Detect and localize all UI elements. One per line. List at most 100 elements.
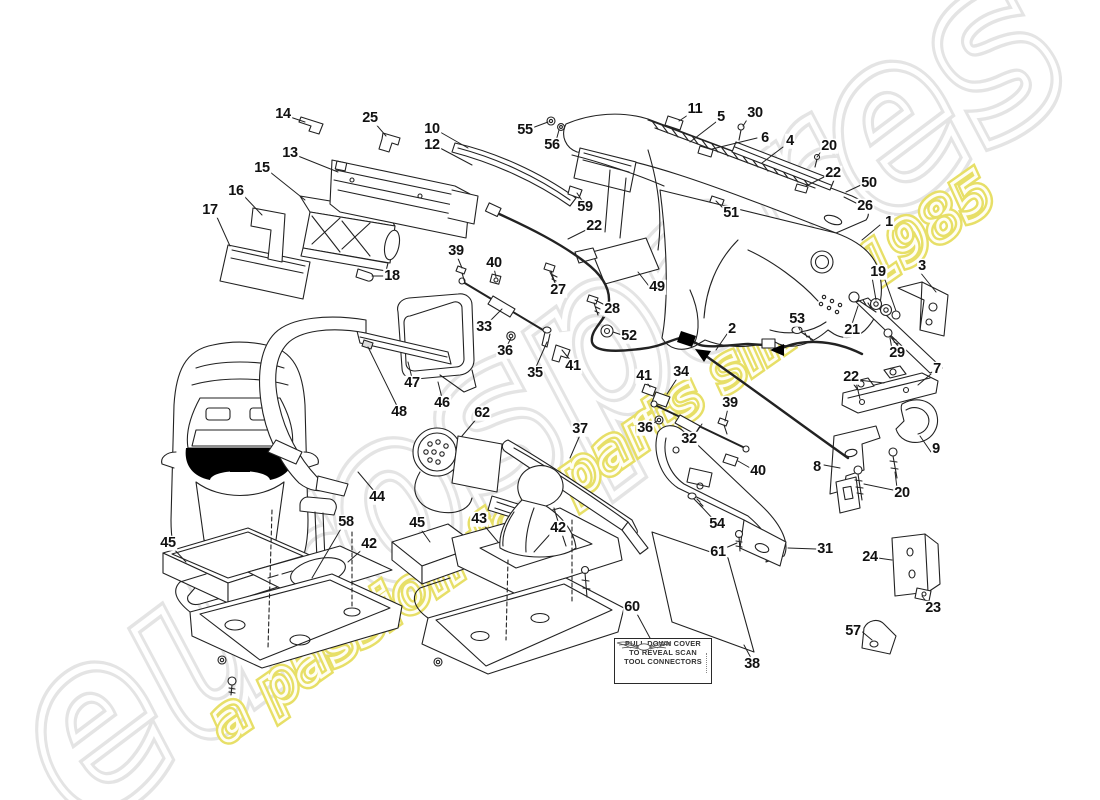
part-label-22: 22 — [585, 217, 603, 234]
part-label-61: 61 — [709, 543, 727, 560]
part-label-14: 14 — [274, 105, 292, 122]
part-label-20: 20 — [893, 484, 911, 501]
part-label-11: 11 — [686, 100, 704, 117]
part-label-42: 42 — [549, 519, 567, 536]
part-label-45: 45 — [408, 514, 426, 531]
aston-martin-wings-icon — [616, 641, 672, 651]
part-label-19: 19 — [869, 263, 887, 280]
bracket-panel-49 — [574, 237, 660, 285]
console-auto — [162, 496, 403, 696]
nut-56 — [557, 123, 565, 131]
part-label-39: 39 — [721, 394, 739, 411]
instrument-bezel — [397, 293, 477, 393]
part-label-50: 50 — [860, 174, 878, 191]
trim-blade-37 — [501, 439, 649, 555]
part-label-15: 15 — [253, 159, 271, 176]
nut-console-m — [433, 657, 443, 667]
part-label-4: 4 — [785, 132, 795, 149]
part-label-56: 56 — [543, 136, 561, 153]
screw-28 — [586, 294, 601, 316]
vertical-code-mark — [706, 653, 708, 673]
clip-40b — [722, 453, 739, 467]
part-label-9: 9 — [931, 440, 941, 457]
washer-52 — [600, 324, 614, 338]
dash-top-panel — [563, 113, 869, 251]
part-label-44: 44 — [368, 488, 386, 505]
note-line-1: PULL DOWN COVER — [625, 639, 701, 648]
clip-41b — [641, 383, 657, 397]
part-label-42: 42 — [360, 535, 378, 552]
part-label-10: 10 — [423, 120, 441, 137]
part-label-43: 43 — [470, 510, 488, 527]
part-label-62: 62 — [473, 404, 491, 421]
part-label-30: 30 — [746, 104, 764, 121]
bolt-61 — [734, 529, 744, 552]
note-line-2: TO REVEAL SCAN — [629, 648, 697, 658]
part-label-54: 54 — [708, 515, 726, 532]
direction-arrows — [695, 340, 864, 460]
part-label-40: 40 — [749, 462, 767, 479]
part-label-17: 17 — [201, 201, 219, 218]
part-label-41: 41 — [635, 367, 653, 384]
part-label-34: 34 — [672, 363, 690, 380]
note-box: PULL DOWN COVER TO REVEAL SCAN TOOL CONN… — [614, 638, 712, 684]
saddle-9 — [895, 399, 938, 443]
part-label-18: 18 — [383, 267, 401, 284]
part-label-41: 41 — [564, 357, 582, 374]
screw-29 — [883, 328, 899, 347]
bracket-3 — [897, 281, 949, 337]
part-label-53: 53 — [788, 310, 806, 327]
part-label-59: 59 — [576, 198, 594, 215]
part-label-38: 38 — [743, 655, 761, 672]
part-label-22: 22 — [824, 164, 842, 181]
screw-30 — [737, 123, 745, 141]
part-label-1: 1 — [884, 213, 894, 230]
part-label-12: 12 — [423, 136, 441, 153]
part-label-28: 28 — [603, 300, 621, 317]
note-line-3: TOOL CONNECTORS — [624, 657, 702, 667]
screw-54 — [687, 492, 704, 508]
screw-39a — [455, 265, 467, 284]
part-label-7: 7 — [932, 360, 942, 377]
part-label-24: 24 — [861, 548, 879, 565]
clip-48 — [361, 339, 374, 350]
link-rod-33 — [458, 277, 544, 331]
leader-lines — [171, 112, 937, 659]
part-label-5: 5 — [716, 108, 726, 125]
clip-22a — [794, 183, 809, 194]
part-label-27: 27 — [549, 281, 567, 298]
part-label-55: 55 — [516, 121, 534, 138]
bolt-21 — [848, 291, 877, 313]
part-label-8: 8 — [812, 458, 822, 475]
bracket-57 — [861, 619, 897, 655]
part-label-37: 37 — [571, 420, 589, 437]
part-label-23: 23 — [924, 599, 942, 616]
console-manual — [391, 465, 625, 675]
part-label-60: 60 — [623, 598, 641, 615]
clip-18 — [355, 268, 374, 282]
part-label-46: 46 — [433, 394, 451, 411]
clip-41a — [551, 344, 571, 363]
part-label-2: 2 — [727, 320, 737, 337]
part-label-31: 31 — [816, 540, 834, 557]
part-label-40: 40 — [485, 254, 503, 271]
part-label-48: 48 — [390, 403, 408, 420]
part-label-22: 22 — [842, 368, 860, 385]
part-label-45: 45 — [159, 534, 177, 551]
part-label-57: 57 — [844, 622, 862, 639]
part-label-58: 58 — [337, 513, 355, 530]
part-label-32: 32 — [680, 430, 698, 447]
pin-35 — [541, 326, 552, 348]
part-label-6: 6 — [760, 129, 770, 146]
bolt-console-a — [227, 676, 237, 696]
part-label-39: 39 — [447, 242, 465, 259]
clip-14 — [298, 116, 324, 135]
part-label-35: 35 — [526, 364, 544, 381]
bracket-11 — [664, 115, 684, 131]
wiring-harness — [484, 202, 776, 352]
speaker-holes — [818, 294, 843, 315]
screw-console-m — [580, 565, 591, 598]
clip-6 — [697, 145, 714, 158]
fascia-support-rail — [329, 159, 479, 239]
